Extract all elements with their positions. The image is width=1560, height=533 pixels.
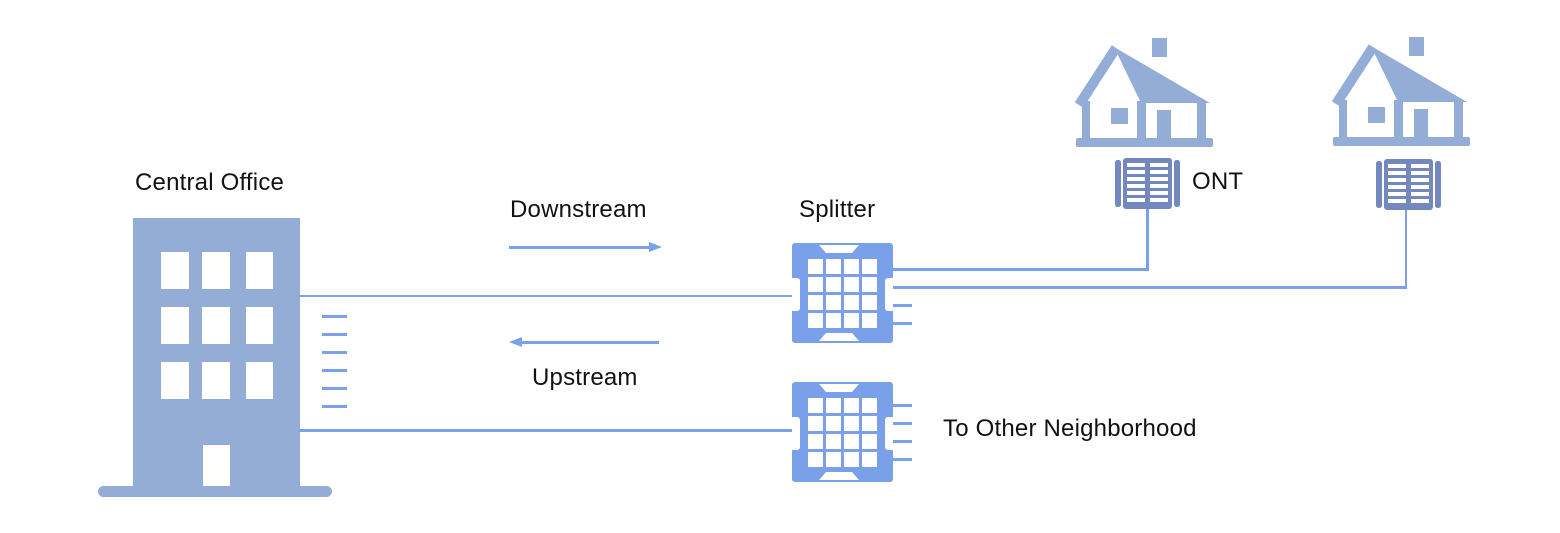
ont-vent-slots bbox=[1388, 164, 1429, 203]
downstream-arrow-head-icon bbox=[649, 241, 662, 252]
central-office-label: Central Office bbox=[135, 169, 285, 196]
upstream-arrow-line bbox=[521, 341, 659, 344]
splitter-grid bbox=[808, 398, 877, 467]
splitter-stub bbox=[893, 422, 912, 425]
house-window bbox=[1111, 108, 1128, 124]
upstream-arrow-head-icon bbox=[509, 336, 522, 347]
splitter-label: Splitter bbox=[799, 196, 876, 223]
wall-middle bbox=[1137, 101, 1146, 139]
house-window bbox=[1368, 107, 1385, 123]
roof bbox=[1114, 47, 1210, 103]
splitter-stub bbox=[893, 322, 912, 325]
house-door bbox=[1157, 110, 1171, 139]
drop-riser-ont1 bbox=[1146, 206, 1149, 271]
splitter-icon-bottom bbox=[792, 382, 893, 482]
chimney bbox=[1152, 38, 1167, 57]
drop-line-ont1 bbox=[893, 268, 1148, 271]
fiber-dash bbox=[322, 387, 347, 390]
feeder-line-top bbox=[299, 294, 792, 297]
to-other-neighborhood-label: To Other Neighborhood bbox=[943, 415, 1197, 442]
house-door bbox=[1414, 109, 1428, 138]
wall-right bbox=[1197, 101, 1206, 139]
splitter-stub bbox=[893, 458, 912, 461]
fiber-dash bbox=[322, 369, 347, 372]
wall-left bbox=[1082, 101, 1090, 139]
downstream-arrow-line bbox=[509, 246, 650, 249]
wall-right bbox=[1454, 100, 1463, 138]
splitter-stub bbox=[893, 304, 912, 307]
roof-gable-edge bbox=[1074, 45, 1121, 108]
drop-line-ont2 bbox=[893, 286, 1406, 289]
chimney bbox=[1409, 37, 1424, 56]
fiber-dash bbox=[322, 333, 347, 336]
splitter-stub bbox=[893, 404, 912, 407]
house-icon-2 bbox=[1331, 37, 1470, 146]
ont-label: ONT bbox=[1192, 168, 1244, 195]
building-windows bbox=[161, 252, 273, 399]
upstream-label: Upstream bbox=[532, 364, 638, 391]
downstream-label: Downstream bbox=[510, 196, 647, 223]
splitter-icon-top bbox=[792, 243, 893, 343]
ont-device-icon-2 bbox=[1376, 159, 1441, 210]
roof bbox=[1371, 46, 1467, 102]
feeder-line-bottom bbox=[299, 429, 792, 432]
fiber-dash bbox=[322, 405, 347, 408]
building-base bbox=[98, 486, 332, 497]
splitter-stub bbox=[893, 440, 912, 443]
drop-riser-ont2 bbox=[1404, 207, 1407, 289]
office-building-icon bbox=[98, 218, 332, 497]
roof-gable-edge bbox=[1331, 44, 1378, 107]
house-base bbox=[1076, 138, 1213, 147]
house-icon-1 bbox=[1074, 38, 1213, 147]
splitter-grid bbox=[808, 259, 877, 328]
fiber-dash bbox=[322, 351, 347, 354]
wall-middle bbox=[1394, 100, 1403, 138]
house-base bbox=[1333, 137, 1470, 146]
wall-left bbox=[1339, 100, 1347, 138]
fiber-dash bbox=[322, 315, 347, 318]
ont-vent-slots bbox=[1127, 163, 1168, 202]
building-door bbox=[203, 445, 230, 487]
ont-device-icon-1 bbox=[1115, 158, 1180, 209]
